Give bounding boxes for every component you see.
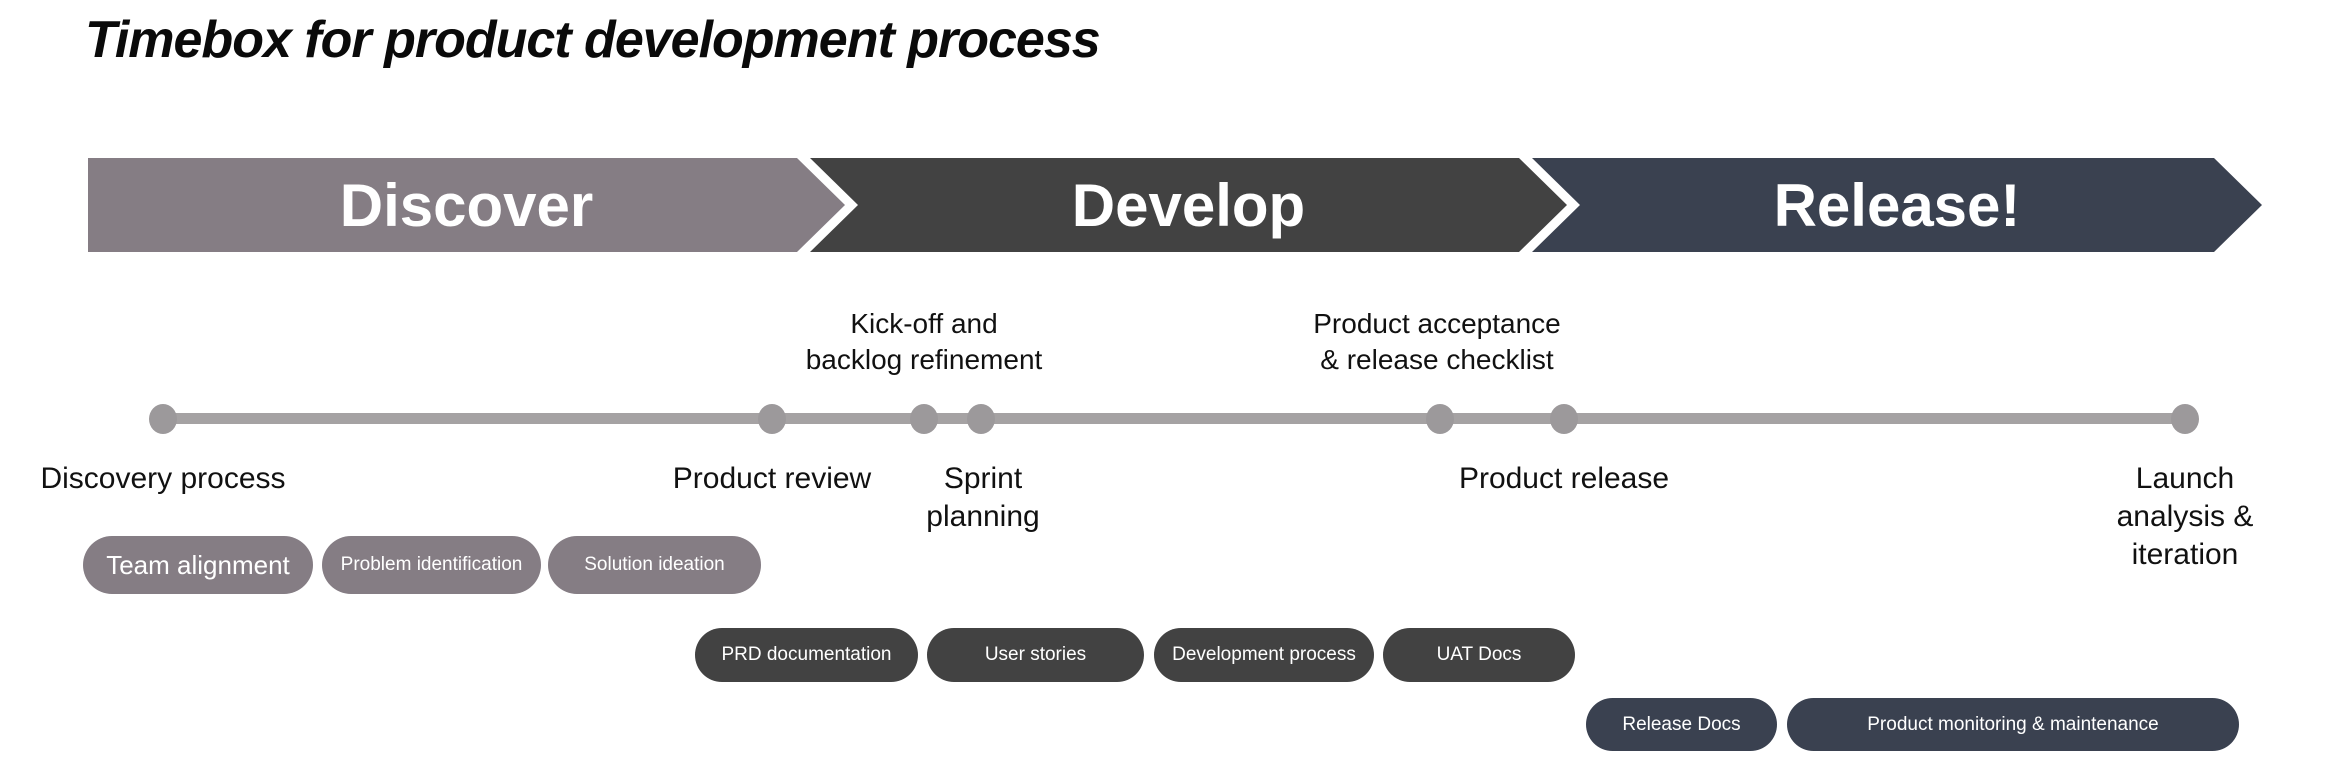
milestone-label-launch-analysis-iteration: Launch analysis & iteration [2116, 462, 2254, 571]
timeline-dot [1426, 404, 1454, 434]
pill-uat-docs: UAT Docs [1383, 628, 1575, 682]
pill-team-alignment: Team alignment [83, 536, 313, 594]
milestone-label-product-review: Product review [672, 462, 872, 495]
milestone-label-product-acceptance-checklist: Product acceptance & release checklist [1313, 308, 1561, 375]
milestone-label-kickoff-backlog-refinement: Kick-off and backlog refinement [805, 308, 1043, 375]
timeline-dot [2171, 404, 2199, 434]
phase-banner-release: Release! [1532, 158, 2262, 252]
timeline-dot [967, 404, 995, 434]
timeline-line [163, 413, 2185, 424]
milestone-label-product-release: Product release [1458, 462, 1670, 495]
pill-solution-ideation: Solution ideation [548, 536, 761, 594]
pill-user-stories: User stories [927, 628, 1144, 682]
pill-product-monitoring-maintenance: Product monitoring & maintenance [1787, 698, 2239, 751]
page-title: Timebox for product development process [85, 11, 1101, 69]
pill-development-process: Development process [1154, 628, 1374, 682]
phase-banner-row: Discover Develop Release! [88, 158, 2262, 252]
timeline-dot [910, 404, 938, 434]
pill-prd-documentation: PRD documentation [695, 628, 918, 682]
pill-problem-identification: Problem identification [322, 536, 541, 594]
timeline-dot [1550, 404, 1578, 434]
timeline-dot [149, 404, 177, 434]
phase-banner-discover: Discover [88, 158, 845, 252]
timeline-dot [758, 404, 786, 434]
milestone-label-sprint-planning: Sprint planning [926, 462, 1040, 533]
phase-banner-develop: Develop [810, 158, 1567, 252]
milestone-label-discovery-process: Discovery process [40, 462, 286, 495]
pill-release-docs: Release Docs [1586, 698, 1777, 751]
